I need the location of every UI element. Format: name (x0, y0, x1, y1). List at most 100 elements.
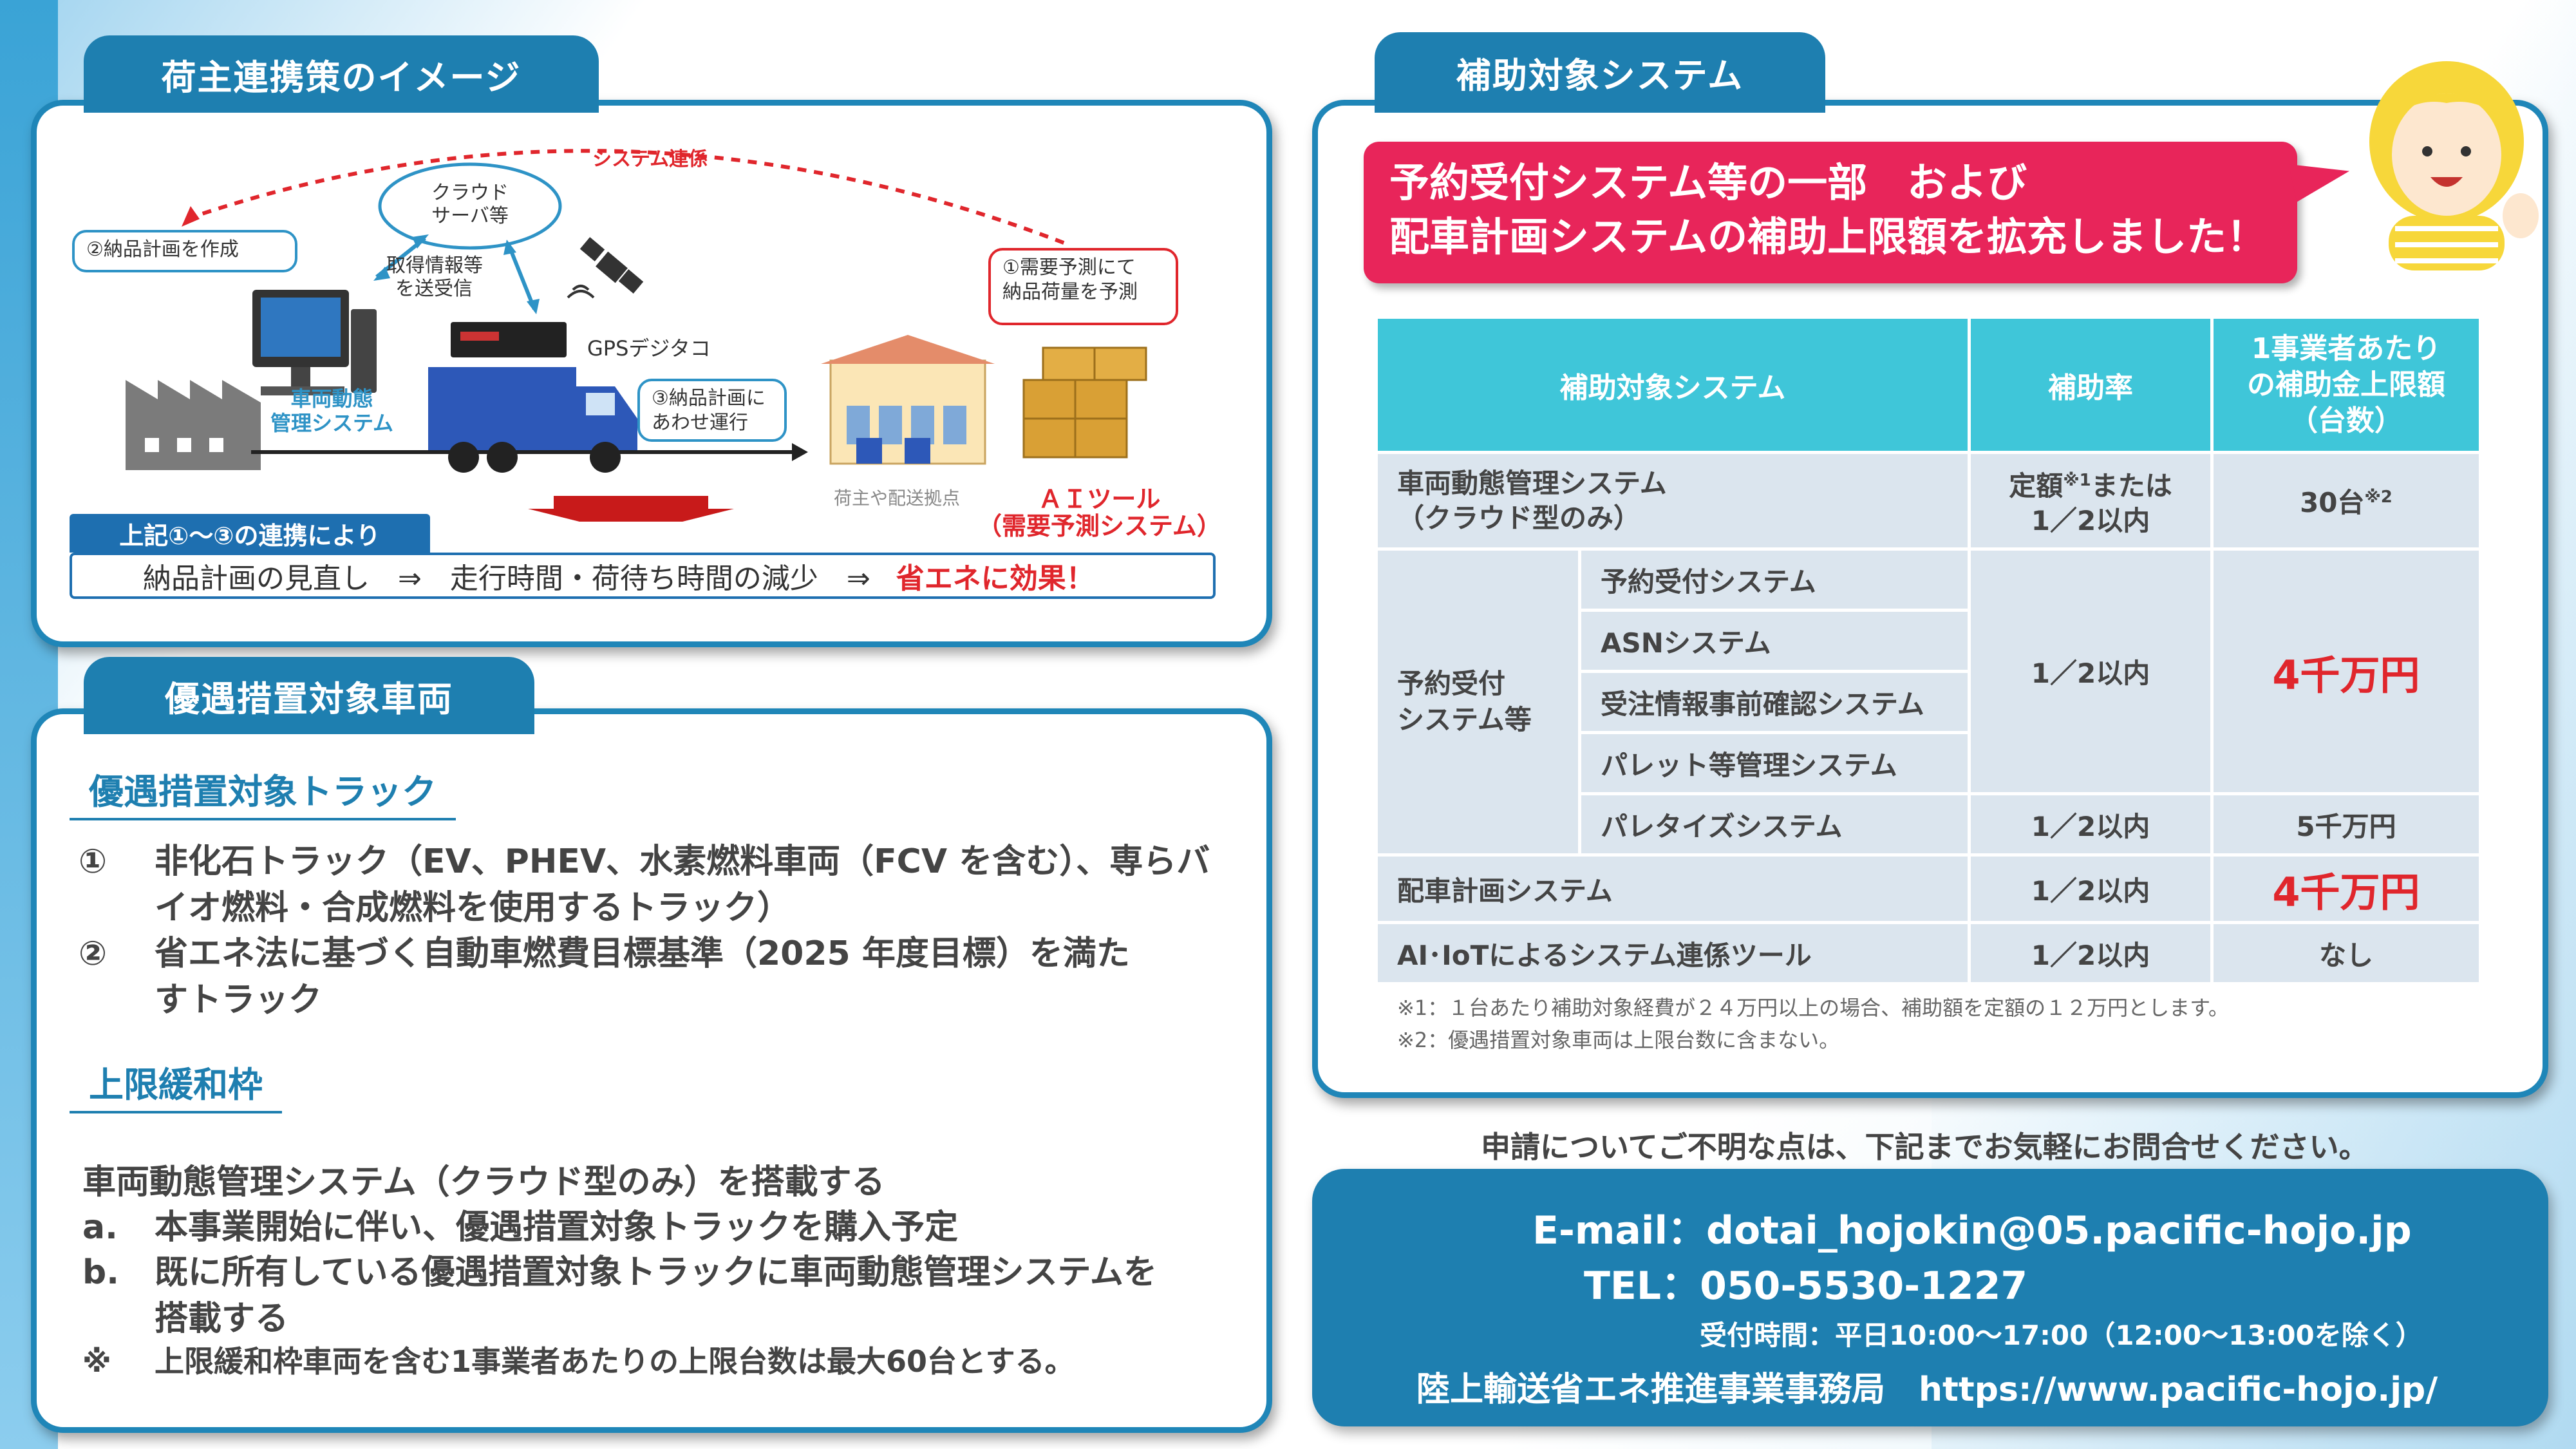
cargo-boxes-icon (1022, 346, 1147, 459)
cell-line: 1／2以内 (2031, 505, 2150, 536)
system-name-cell: 車両動態管理システム （クラウド型のみ） (1375, 451, 1971, 551)
list-item-line: 既に所有している優遇措置対象トラックに車両動態管理システムを (155, 1253, 1157, 1292)
factory-icon (126, 380, 261, 470)
list-marker: ② (79, 934, 108, 973)
arrowhead (182, 206, 200, 227)
vehicle-mgmt-label: 車両動態 管理システム (270, 386, 393, 436)
rate-cell: 1／2以内 (1968, 853, 2214, 924)
table-row: 車両動態管理システム （クラウド型のみ） 定額※1または 1／2以内 30台※2 (1375, 451, 2482, 551)
arrowhead (792, 443, 808, 461)
contact-office[interactable]: 陸上輸送省エネ推進事業事務局 https://www.pacific-hojo.… (1416, 1370, 2438, 1409)
system-name-cell: 受注情報事前確認システム (1578, 670, 1971, 734)
limit-cell: 4千万円 (2210, 547, 2482, 795)
limit-cell: 30台※2 (2210, 451, 2482, 551)
table-row: ASNシステム (1377, 609, 2481, 673)
lead-text: 車両動態管理システム（クラウド型のみ）を搭載する (82, 1163, 885, 1202)
note-marker: ※ (82, 1344, 111, 1379)
table-header-row: 補助対象システム 補助率 1事業者あたり の補助金上限額 （台数） (1375, 316, 2482, 454)
col-header: 補助率 (1968, 316, 2214, 454)
system-link-label: システム連係 (592, 148, 708, 171)
system-name-cell: 配車計画システム (1375, 853, 1971, 924)
vehicle-mgmt-line: 管理システム (270, 411, 394, 436)
limit-cell: なし (2210, 921, 2482, 985)
rate-text: 定額 (2009, 470, 2064, 502)
rate-cell: 1／2以内 (1968, 547, 2214, 795)
banner-line: 配車計画システムの補助上限額を拡充しました！ (1389, 213, 2267, 260)
footnote-ref: ※1 (2063, 471, 2091, 490)
list-item: 既に所有している優遇措置対象トラックに車両動態管理システムを 搭載する (155, 1249, 1249, 1342)
preferential-vehicle-panel (31, 708, 1272, 1433)
col-header: 補助対象システム (1375, 316, 1971, 454)
contact-intro: 申請についてご不明な点は、下記までお気軽にお問合せください。 (1481, 1130, 2369, 1164)
list-item-line: イオ燃料・合成燃料を使用するトラック） (155, 889, 791, 927)
gps-label: GPSデジタコ (587, 336, 711, 361)
table-row: パレタイズシステム 1／2以内 5千万円 (1377, 792, 2482, 857)
system-name-cell: ASNシステム (1578, 609, 1971, 673)
rate-cell: 定額※1または 1／2以内 (1968, 451, 2214, 551)
result-label: 上記①～③の連携により (70, 514, 430, 553)
banner-line: 予約受付システム等の一部 および (1389, 159, 2027, 206)
ai-tool-line: ＡＩツール (1038, 485, 1161, 513)
contact-tel[interactable]: TEL：050-5530-1227 (1584, 1264, 2028, 1309)
step1-line: ①需要予測にて (1002, 256, 1136, 279)
shipper-label: 荷主や配送拠点 (834, 488, 961, 509)
table-row: 予約受付 システム等 予約受付システム 1／2以内 4千万円 (1375, 547, 2482, 857)
col-header: 1事業者あたり の補助金上限額 （台数） (2210, 316, 2482, 454)
table-row: 受注情報事前確認システム (1377, 670, 2481, 734)
cell-line: （クラウド型のみ） (1397, 502, 1641, 534)
system-link-arc (186, 149, 1070, 247)
send-receive-label: 取得情報等 を送受信 (386, 254, 483, 301)
contact-hours: 受付時間：平日10:00～17:00（12:00～13:00を除く） (1700, 1320, 2423, 1351)
computer-icon (252, 290, 377, 395)
gps-device-icon (451, 322, 567, 357)
panel-tab: 荷主連携策のイメージ (84, 35, 599, 113)
limit-cell: 4千万円 (2210, 853, 2482, 924)
ai-tool-line: （需要予測システム） (977, 511, 1221, 540)
step3-line: ③納品計画に (652, 387, 766, 410)
contact-email[interactable]: E-mail：dotai_hojokin@05.pacific-hojo.jp (1532, 1208, 2412, 1253)
table-footnotes: ※1：１台あたり補助対象経費が２４万円以上の場合、補助額を定額の１２万円とします… (1397, 992, 2229, 1056)
list-marker: a. (82, 1208, 118, 1247)
note-text: 上限緩和枠車両を含む1事業者あたりの上限台数は最大60台とする。 (155, 1344, 1075, 1379)
col-header-line: の補助金上限額 (2247, 368, 2445, 401)
panel-tab: 優遇措置対象車両 (84, 657, 534, 734)
table-row: パレット等管理システム (1377, 731, 2481, 795)
send-receive-line: を送受信 (395, 278, 473, 300)
panel-tab: 補助対象システム (1375, 32, 1825, 113)
ai-tool-label: ＡＩツール （需要予測システム） (977, 486, 1221, 540)
limit-cell: 5千万円 (2210, 792, 2482, 857)
warehouse-icon (821, 335, 995, 465)
cloud-icon (378, 162, 562, 250)
system-name-cell: パレタイズシステム (1578, 792, 1971, 857)
cloud-label: クラウド サーバ等 (425, 182, 515, 228)
step1-line: 納品荷量を予測 (1002, 280, 1138, 303)
col-header-line: 1事業者あたり (2251, 332, 2441, 365)
system-name-cell: AI･IoTによるシステム連係ツール (1375, 921, 1971, 985)
list-item-line: 省エネ法に基づく自動車燃費目標基準（2025 年度目標）を満た (155, 934, 1130, 973)
step3-line: あわせ運行 (652, 411, 748, 434)
character-illustration (2369, 61, 2539, 270)
limit-text: 30台 (2300, 487, 2365, 518)
footnote-ref: ※2 (2364, 488, 2393, 507)
table-row: 配車計画システム 1／2以内 4千万円 (1375, 853, 2482, 924)
step2-callout: ②納品計画を作成 (72, 230, 297, 272)
section-heading: 上限緩和枠 (70, 1056, 282, 1113)
list-item-line: すトラック (155, 981, 323, 1019)
announcement-banner: 予約受付システム等の一部 および 配車計画システムの補助上限額を拡充しました！ (1364, 142, 2297, 283)
cloud-label-line: クラウド (431, 182, 509, 204)
contact-panel (1312, 1169, 2548, 1426)
group-label-cell: 予約受付 システム等 (1375, 547, 1581, 857)
cell-line: 車両動態管理システム (1397, 467, 1667, 499)
list-item: 本事業開始に伴い、優遇措置対象トラックを購入予定 (155, 1208, 959, 1247)
list-item: 非化石トラック（EV、PHEV、水素燃料車両（FCV を含む）、専らバ イオ燃料… (155, 838, 1249, 931)
rate-cell: 1／2以内 (1968, 921, 2214, 985)
rate-text: または (2091, 470, 2172, 502)
vehicle-mgmt-line: 車両動態 (290, 386, 373, 411)
system-name-cell: パレット等管理システム (1578, 731, 1971, 795)
list-marker: ① (79, 842, 108, 881)
down-arrow-icon (528, 509, 734, 522)
list-item-line: 搭載する (155, 1300, 289, 1338)
table-row: AI･IoTによるシステム連係ツール 1／2以内 なし (1375, 921, 2482, 985)
footnote: ※2：優遇措置対象車両は上限台数に含まない。 (1397, 1028, 1840, 1052)
cell-line: 定額※1または (1971, 463, 2210, 504)
